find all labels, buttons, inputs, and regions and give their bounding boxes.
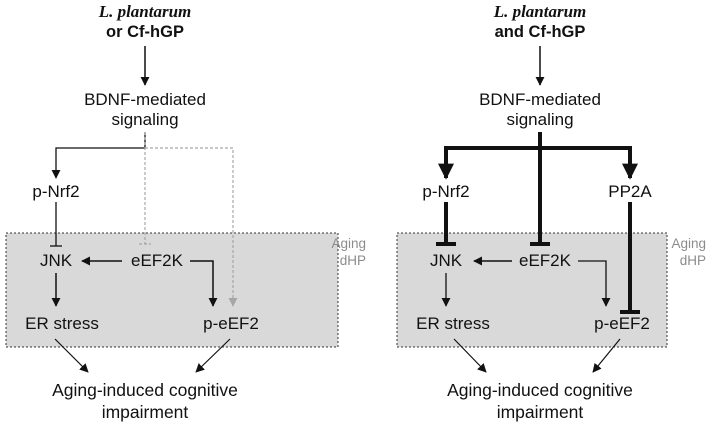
- right-arrow-eef2k-to-peef2: [578, 260, 611, 307]
- right-er-stress-node: ER stress: [416, 314, 490, 333]
- left-outcome-line1: Aging-induced cognitive: [52, 380, 238, 400]
- left-species-label: L. plantarum: [98, 2, 192, 21]
- left-signal-line1: BDNF-mediated: [84, 90, 206, 109]
- left-arrow-eef2k-to-peef2: [190, 260, 218, 307]
- right-arrow-er-stress-to-outcome: [453, 338, 487, 373]
- right-outcome-line1: Aging-induced cognitive: [447, 380, 633, 400]
- left-eef2k-node: eEF2K: [131, 251, 183, 270]
- left-arrow-peef2-to-outcome: [195, 338, 231, 373]
- left-region-label-line1: Aging: [331, 236, 366, 251]
- right-species-label: L. plantarum: [493, 2, 587, 21]
- left-er-stress-node: ER stress: [25, 314, 99, 333]
- right-arrow-signaling-to-nrf2: [438, 132, 542, 180]
- left-outcome-line2: impairment: [101, 402, 189, 422]
- right-nrf2-node: p-Nrf2: [422, 182, 470, 201]
- right-arrow-peef2-to-outcome: [592, 338, 621, 373]
- left-arrow-er-stress-to-outcome: [54, 338, 89, 373]
- left-jnk-node: JNK: [39, 251, 73, 270]
- right-eef2k-node: eEF2K: [519, 251, 571, 270]
- left-region-label-line2: dHP: [339, 253, 366, 268]
- right-arrow-signaling-to-pp2a: [540, 146, 638, 180]
- right-jnk-node: JNK: [429, 251, 463, 270]
- right-signal-line1: BDNF-mediated: [479, 90, 601, 109]
- left-condition-label: or Cf-hGP: [106, 23, 184, 41]
- right-signal-line2: signaling: [506, 110, 574, 129]
- right-pp2a-node: PP2A: [608, 182, 652, 201]
- left-aging-dhp-region: [5, 232, 339, 348]
- left-arrow-signaling-to-nrf2: [51, 132, 146, 179]
- left-peef2-node: p-eEF2: [203, 314, 259, 333]
- right-aging-dhp-region: [396, 232, 668, 348]
- left-signal-line2: signaling: [111, 110, 179, 129]
- right-outcome-line2: impairment: [496, 402, 584, 422]
- left-nrf2-node: p-Nrf2: [32, 182, 80, 201]
- left-faded-arrow-to-peef2: [145, 147, 238, 307]
- right-condition-label: and Cf-hGP: [494, 23, 586, 41]
- right-peef2-node: p-eEF2: [594, 314, 650, 333]
- right-region-label-line2: dHP: [679, 253, 706, 268]
- right-region-label-line1: Aging: [671, 236, 706, 251]
